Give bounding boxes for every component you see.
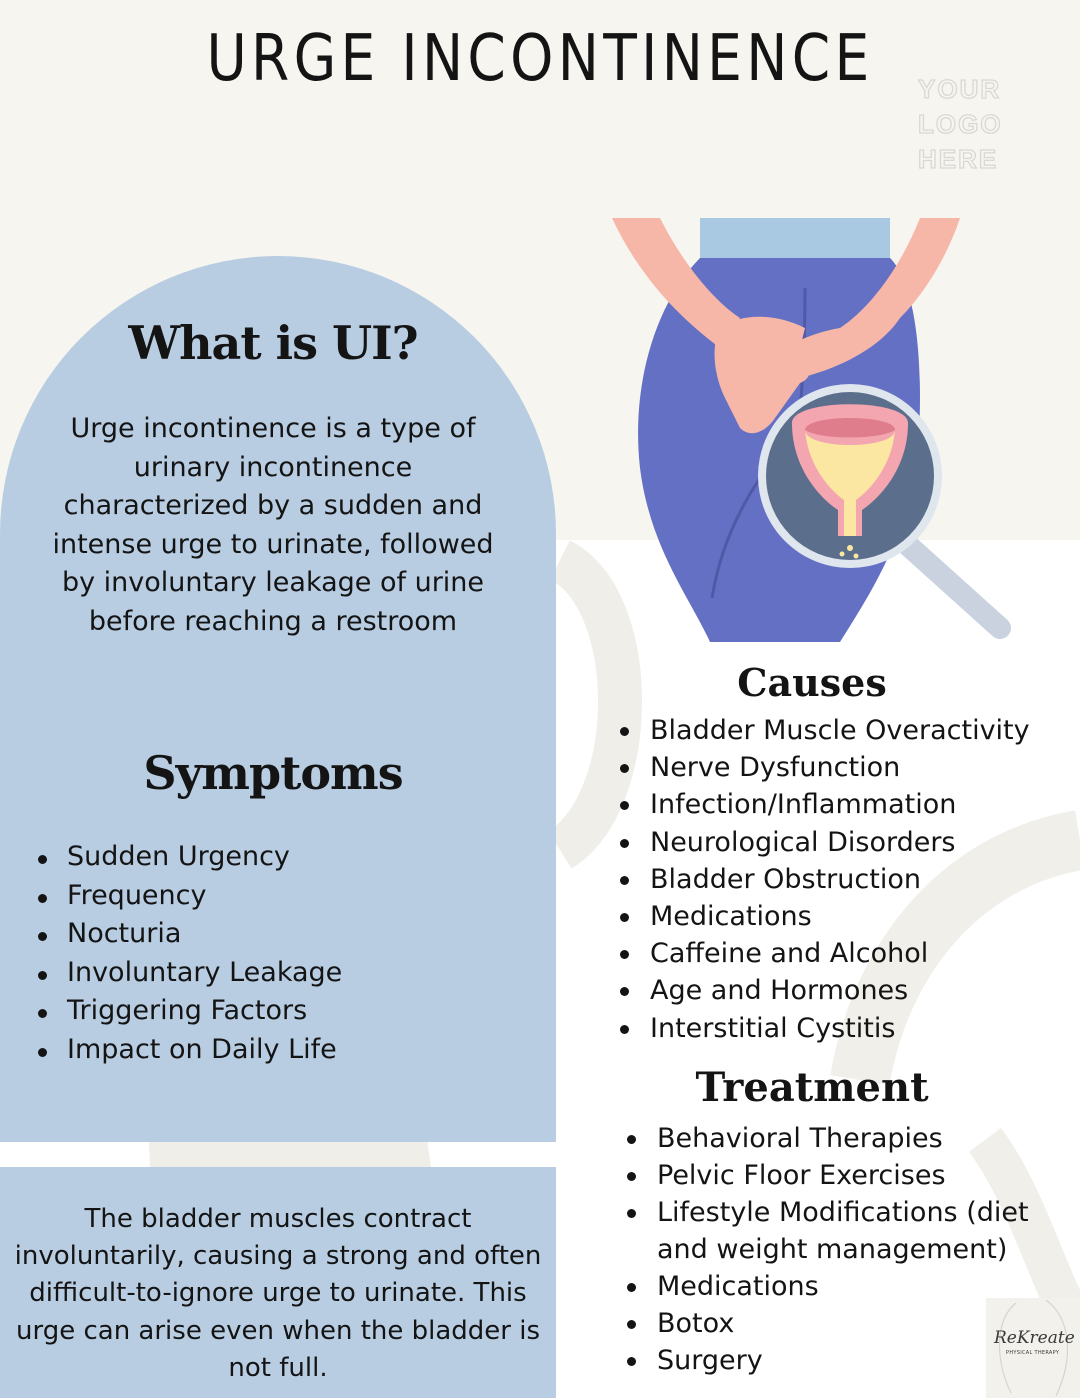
treatment-list: Behavioral Therapies Pelvic Floor Exerci… [627,1120,1047,1379]
bullet-icon [627,1320,636,1329]
list-item: Sudden Urgency [38,838,342,877]
causes-list: Bladder Muscle Overactivity Nerve Dysfun… [620,712,1030,1047]
bullet-icon [620,950,629,960]
bullet-icon [38,1009,47,1018]
bullet-icon [620,912,629,922]
brand-emblem-icon [998,1299,1069,1397]
what-is-text: Urge incontinence is a type of urinary i… [52,413,494,637]
list-item: Involuntary Leakage [38,954,342,993]
list-item: Surgery [627,1342,1047,1379]
explanation-panel [0,1167,556,1398]
list-item: Botox [627,1305,1047,1342]
explanation-text: The bladder muscles contract involuntari… [14,1204,542,1383]
bullet-icon [620,987,629,997]
list-item: Bladder Obstruction [620,861,1030,898]
list-item: Lifestyle Modifications (diet and weight… [627,1194,1047,1268]
bullet-icon [620,1024,629,1034]
what-is-panel [0,256,556,1142]
list-item: Medications [627,1268,1047,1305]
list-item: Interstitial Cystitis [620,1010,1030,1047]
list-item: Nerve Dysfunction [620,749,1030,786]
bullet-icon [38,970,47,980]
list-item: Nocturia [38,915,342,954]
list-item: Behavioral Therapies [627,1120,1047,1157]
list-item: Impact on Daily Life [38,1031,342,1070]
bullet-icon [627,1172,636,1181]
brand-name: ReKreate [994,1328,1075,1348]
symptoms-heading: Symptoms [143,746,403,800]
bullet-icon [620,801,629,811]
list-item: Caffeine and Alcohol [620,935,1030,972]
list-item: Infection/Inflammation [620,786,1030,823]
bullet-icon [38,893,47,903]
bladder-illustration [612,218,1011,642]
list-item: Age and Hormones [620,972,1030,1009]
bullet-icon [627,1357,636,1366]
bullet-icon [38,855,47,864]
treatment-heading: Treatment [695,1064,929,1111]
list-item: Medications [620,898,1030,935]
causes-heading: Causes [737,660,887,705]
bullet-icon [38,932,47,941]
list-item: Neurological Disorders [620,824,1030,861]
list-item: Frequency [38,877,342,916]
list-item: Pelvic Floor Exercises [627,1157,1047,1194]
page-title: URGE INCONTINENCE [206,22,874,96]
bullet-icon [38,1047,47,1057]
brand-tagline: PHYSICAL THERAPY [1006,1350,1060,1356]
bullet-icon [620,838,629,848]
what-is-heading: What is UI? [128,316,418,370]
logo-placeholder: YOUR LOGO HERE [917,73,1003,174]
list-item: Bladder Muscle Overactivity [620,712,1030,749]
bullet-icon [620,875,629,885]
bullet-icon [620,727,629,736]
bullet-icon [627,1209,636,1218]
list-item: Triggering Factors [38,992,342,1031]
bullet-icon [620,764,629,774]
bullet-icon [627,1135,636,1144]
brand-logo: ReKreate PHYSICAL THERAPY [986,1298,1080,1398]
symptoms-list: Sudden Urgency Frequency Nocturia Involu… [38,838,342,1069]
bladder-icon [792,404,908,559]
bullet-icon [627,1283,636,1292]
